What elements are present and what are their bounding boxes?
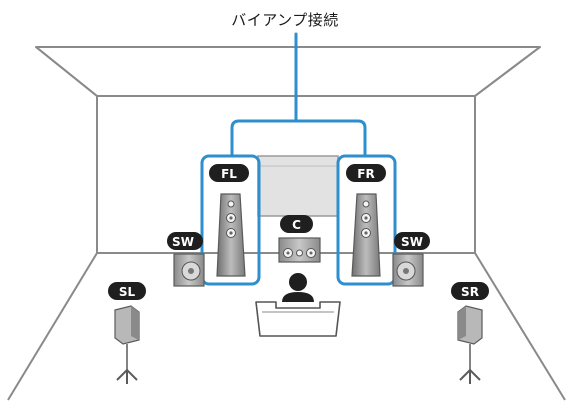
surround-left-speaker [114,305,140,384]
listener-icon [282,273,314,302]
screen-area [257,155,339,217]
speaker-badge-sw-left: SW [167,232,203,250]
svg-text:SW: SW [172,235,194,249]
subwoofer-right [392,253,424,287]
bi-amp-caption: バイアンプ接続 [231,11,339,29]
speaker-badge-fr: FR [346,164,386,182]
fr-bi-amp-frame [336,154,397,286]
bi-amp-connection [230,32,367,158]
left-ceiling-edge [35,46,98,97]
svg-text:SW: SW [401,235,423,249]
speaker-badge-sw-right: SW [394,232,430,250]
speaker-badge-sl: SL [108,282,146,300]
speaker-badge-sr: SR [451,282,489,300]
center-speaker [278,237,321,263]
subwoofer-left [173,253,205,287]
svg-text:FR: FR [357,167,374,181]
ceiling-trapezoid [35,46,541,97]
right-ceiling-edge [474,46,541,97]
sofa [255,301,341,337]
right-floor-edge [474,252,566,401]
svg-text:SL: SL [119,285,136,299]
front-left-speaker [216,193,246,277]
svg-text:C: C [292,218,301,232]
svg-text:FL: FL [221,167,237,181]
front-right-speaker [351,193,381,277]
surround-right-speaker [457,305,483,384]
svg-text:SR: SR [461,285,479,299]
left-floor-edge [7,252,98,401]
speaker-badge-fl: FL [209,164,249,182]
speaker-badge-c: C [280,215,313,233]
fl-bi-amp-frame [200,154,261,286]
